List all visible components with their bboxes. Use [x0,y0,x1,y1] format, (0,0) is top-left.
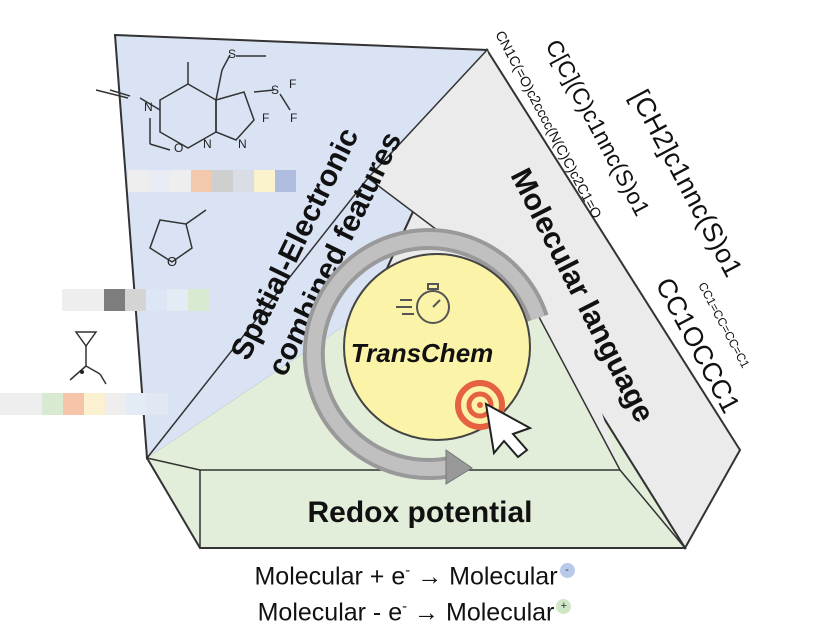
feature-cell [42,393,63,415]
radical-dot [80,370,84,374]
feature-bar-3 [0,393,168,415]
feature-cell [149,170,170,192]
feature-cell [128,170,149,192]
feature-cell [170,170,191,192]
svg-text:F: F [262,111,269,125]
anion-badge: - [559,563,575,578]
svg-text:N: N [238,137,247,151]
edge-join-right [619,469,686,549]
oxidation-left: Molecular - e [257,598,403,627]
feature-cell [188,289,209,311]
oxidation-equation: Molecular - e- → Molecular+ [0,598,829,627]
target-icon [455,380,505,430]
molecule-methyl-oxolane-atom: O [167,254,177,269]
molecule-fused-ring [95,54,291,151]
feature-cell [0,393,21,415]
feature-cell [84,393,105,415]
svg-text:F: F [289,77,296,91]
edge-join-left [146,457,201,471]
feature-cell [104,289,125,311]
feature-bar-1 [128,170,296,192]
feature-cell [63,393,84,415]
feature-cell [105,393,126,415]
feature-cell [167,289,188,311]
cursor-icon [484,402,533,459]
svg-text:S: S [271,83,279,97]
feature-cell [21,393,42,415]
feature-cell [275,170,296,192]
reduction-left: Molecular + e [254,562,406,591]
svg-text:F: F [290,111,297,125]
feature-cell [62,289,83,311]
redox-potential-label: Redox potential [307,496,532,529]
svg-text:N: N [203,137,212,151]
feature-cell [83,289,104,311]
cation-badge: + [556,599,572,614]
feature-cell [125,289,146,311]
molecule-fused-ring-atoms: N S N N O S F F F [144,47,297,155]
oxidation-right: → Molecular [407,598,555,627]
feature-cell [146,289,167,311]
cycle-arrow [302,228,549,485]
svg-text:S: S [228,47,236,61]
feature-bar-2 [62,289,209,311]
reduction-right: → Molecular [410,562,558,591]
molecule-cyclopropyl [69,331,107,385]
transchem-label: TransChem [351,338,494,368]
reduction-electron-charge: - [405,562,411,579]
oxidation-electron-charge: - [402,598,408,615]
stopwatch-icon [396,283,450,324]
feature-cell [191,170,212,192]
svg-text:N: N [144,100,153,114]
molecule-methyl-oxolane [149,209,207,263]
svg-text:O: O [174,141,183,155]
feature-cell [233,170,254,192]
feature-cell [126,393,147,415]
feature-cell [147,393,168,415]
feature-cell [212,170,233,192]
reduction-equation: Molecular + e- → Molecular- [0,562,829,591]
feature-cell [254,170,275,192]
